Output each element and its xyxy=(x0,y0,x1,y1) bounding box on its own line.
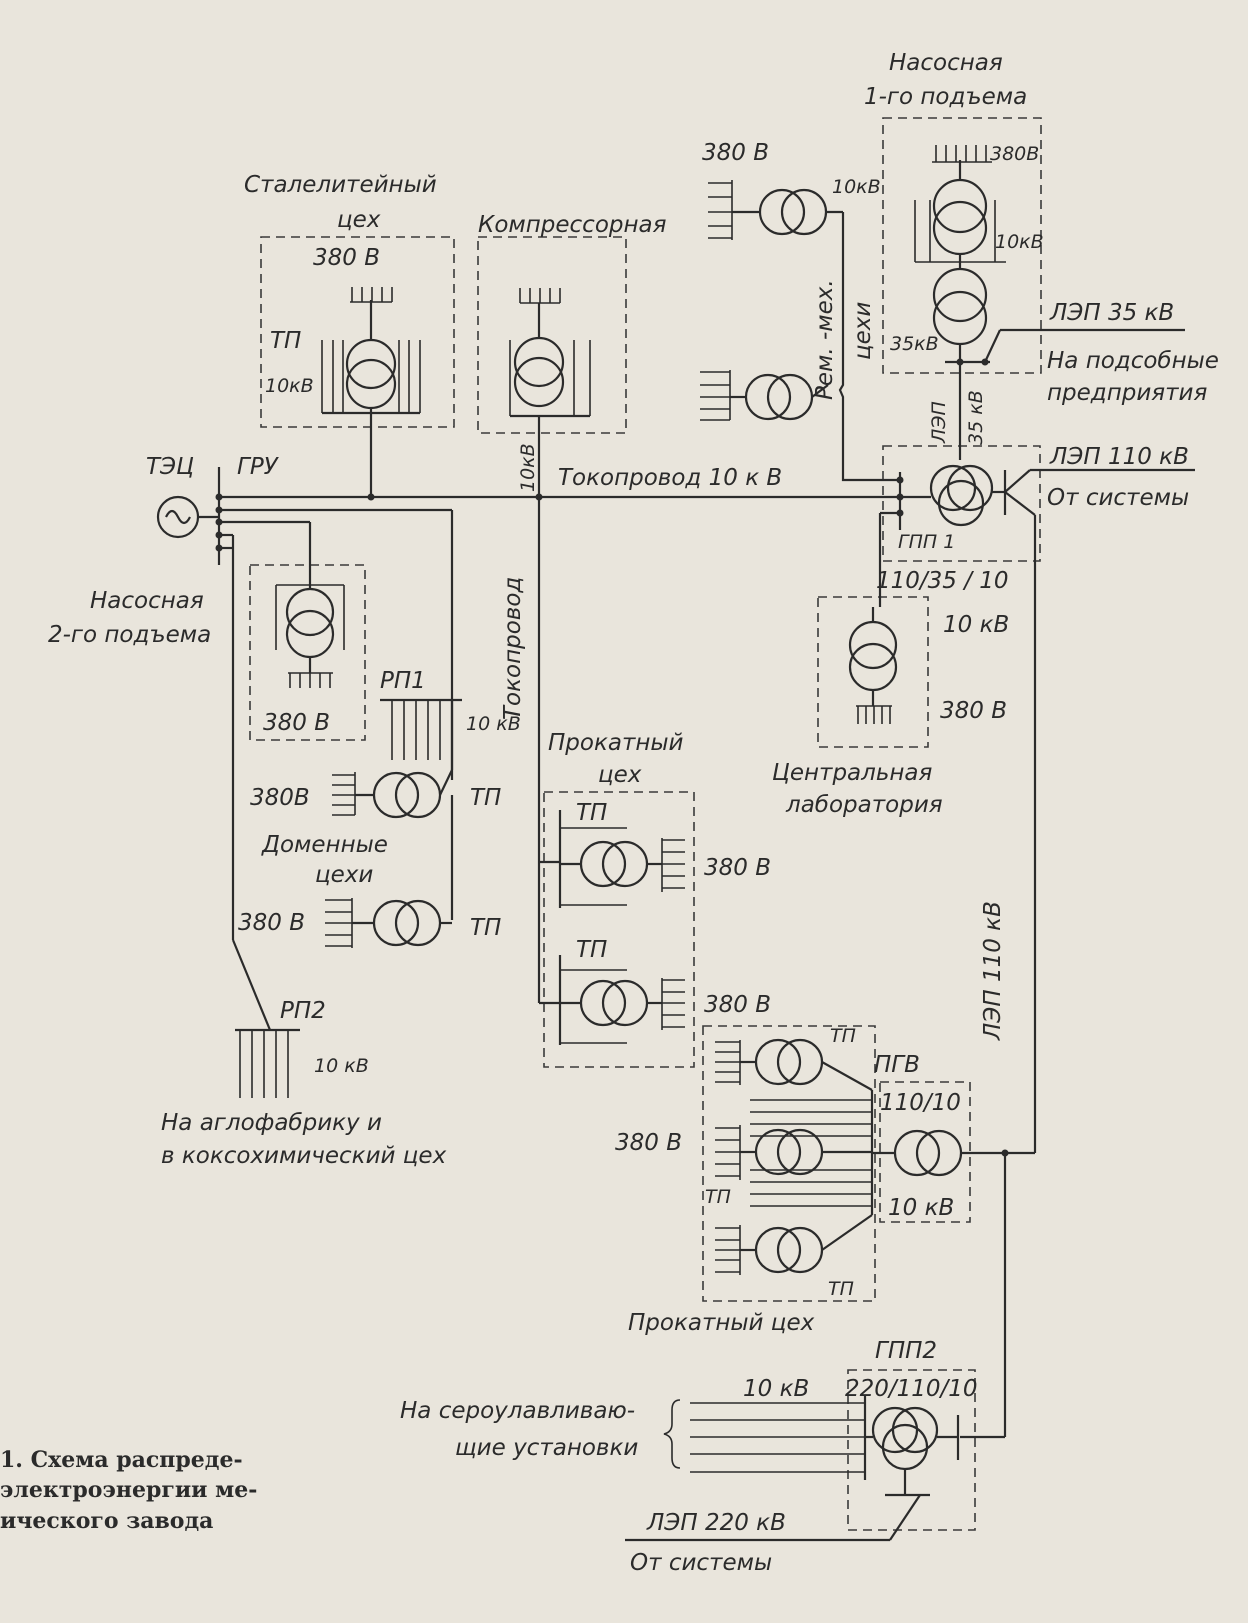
label-pump2-line1: Насосная xyxy=(90,588,204,614)
steel-shop-enclosure xyxy=(260,236,455,428)
label-rolling2-tp-bottom: ТП xyxy=(828,1278,854,1300)
compressor-enclosure xyxy=(477,236,627,434)
label-aglo-line2: в коксохимический цех xyxy=(161,1143,447,1169)
label-rp1: РП1 xyxy=(380,668,426,694)
label-subsidiary-2: предприятия xyxy=(1047,380,1207,406)
label-desulf-line1: На сероулавливаю- xyxy=(400,1398,635,1424)
label-pump1-line2: 1-го подъема xyxy=(864,84,1027,110)
label-lab-line2: лаборатория xyxy=(785,792,943,818)
rolling-shop-1-enclosure xyxy=(543,791,695,1068)
label-rolling1-tp2: ТП xyxy=(576,937,607,963)
label-blast-tp-2: ТП xyxy=(470,915,501,941)
label-gpp2-ratio: 220/110/10 xyxy=(845,1376,978,1402)
label-rp2: РП2 xyxy=(280,998,326,1024)
label-pump1-380v: 380В xyxy=(990,143,1039,165)
label-lep35: ЛЭП 35 кВ xyxy=(1049,300,1174,326)
caption-line1: 1. Схема распреде- xyxy=(0,1447,243,1473)
label-pgv-10kv: 10 кВ xyxy=(888,1195,954,1221)
label-pump1-35kv: 35кВ xyxy=(890,333,939,355)
label-rolling2: Прокатный цех xyxy=(628,1310,815,1336)
label-steel-tp: ТП xyxy=(270,328,301,354)
label-rolling1-380v-1: 380 В xyxy=(704,855,771,881)
label-lab-line1: Центральная xyxy=(772,760,933,786)
label-bus-vertical: Токопровод xyxy=(500,577,526,720)
label-rolling1-line2: цех xyxy=(598,762,642,788)
pump-station-2-enclosure xyxy=(249,564,366,741)
label-lab-10kv: 10 кВ xyxy=(943,612,1009,638)
label-from-system-top: От системы xyxy=(1047,485,1189,511)
label-gpp1-ratio: 110/35 / 10 xyxy=(876,568,1009,594)
label-rolling2-tp-top: ТП xyxy=(830,1025,856,1047)
label-lab-380v: 380 В xyxy=(940,698,1007,724)
label-steel-380v: 380 В xyxy=(313,245,380,271)
label-rolling1-line1: Прокатный xyxy=(548,730,684,756)
pump-station-1-enclosure xyxy=(882,117,1042,374)
label-rolling2-380v: 380 В xyxy=(615,1130,682,1156)
label-lep110-vertical: ЛЭП 110 кВ xyxy=(980,901,1006,1041)
gpp2-enclosure xyxy=(847,1369,976,1531)
label-repair-380v: 380 В xyxy=(702,140,769,166)
label-subsidiary-1: На подсобные xyxy=(1047,348,1219,374)
label-bus-vertical-10kv: 10кВ xyxy=(517,443,539,492)
central-lab-enclosure xyxy=(817,596,929,748)
label-blast-380v-2: 380 В xyxy=(238,910,305,936)
label-rolling2-tp-mid: ТП xyxy=(705,1186,731,1208)
label-pump1-10kv: 10кВ xyxy=(995,231,1044,253)
label-rolling1-tp1: ТП xyxy=(576,800,607,826)
label-tec: ТЭЦ xyxy=(146,454,194,480)
label-aglo-line1: На аглофабрику и xyxy=(161,1110,382,1136)
label-lep110-top: ЛЭП 110 кВ xyxy=(1049,444,1189,470)
label-pump2-line2: 2-го подъема xyxy=(48,622,211,648)
label-lep220: ЛЭП 220 кВ xyxy=(646,1510,786,1536)
label-gpp2: ГПП2 xyxy=(875,1338,937,1364)
label-pump2-380v: 380 В xyxy=(263,710,330,736)
label-lep-vertical: ЛЭП xyxy=(928,401,950,444)
label-pgv: ПГВ xyxy=(874,1052,920,1078)
label-steel-10kv: 10кВ xyxy=(265,375,314,397)
label-repair-shops: Рем. -мех. xyxy=(812,279,838,400)
caption-line2: электроэнергии ме- xyxy=(0,1477,257,1503)
labels-group: Насосная 1-го подъема 380В 10кВ 35кВ 380… xyxy=(0,50,1219,1576)
label-compressor: Компрессорная xyxy=(478,212,667,238)
label-pgv-ratio: 110/10 xyxy=(880,1090,961,1116)
label-repair-shops-2: цехи xyxy=(850,302,876,360)
label-rolling1-380v-2: 380 В xyxy=(704,992,771,1018)
label-repair-10kv: 10кВ xyxy=(832,176,881,198)
label-gpp1: ГПП 1 xyxy=(898,531,955,553)
label-gpp2-10kv: 10 кВ xyxy=(743,1376,809,1402)
label-rp2-10kv: 10 кВ xyxy=(314,1055,369,1077)
label-pump1-line1: Насосная xyxy=(889,50,1003,76)
label-blast-380v: 380В xyxy=(250,785,310,811)
label-blast-tp-1: ТП xyxy=(470,785,501,811)
label-35kv-vertical: 35 кВ xyxy=(965,390,987,445)
label-desulf-line2: щие установки xyxy=(455,1435,638,1461)
label-blast-line1: Доменные xyxy=(261,832,388,858)
gpp1-enclosure xyxy=(882,445,1041,562)
label-from-system-bottom: От системы xyxy=(630,1550,772,1576)
rolling-shop-2-enclosure xyxy=(702,1025,876,1302)
desulf-brace-icon xyxy=(663,1399,681,1469)
label-steel-line2: цех xyxy=(337,207,381,233)
label-rp1-10kv: 10 кВ xyxy=(466,713,521,735)
caption-line3: ического завода xyxy=(0,1508,213,1534)
label-steel-line1: Сталелитейный xyxy=(244,172,437,198)
label-blast-line2: цехи xyxy=(315,862,373,888)
label-gru: ГРУ xyxy=(237,454,280,480)
generator-wave-icon xyxy=(165,509,191,525)
label-bus-10kv: Токопровод 10 к В xyxy=(558,465,782,491)
